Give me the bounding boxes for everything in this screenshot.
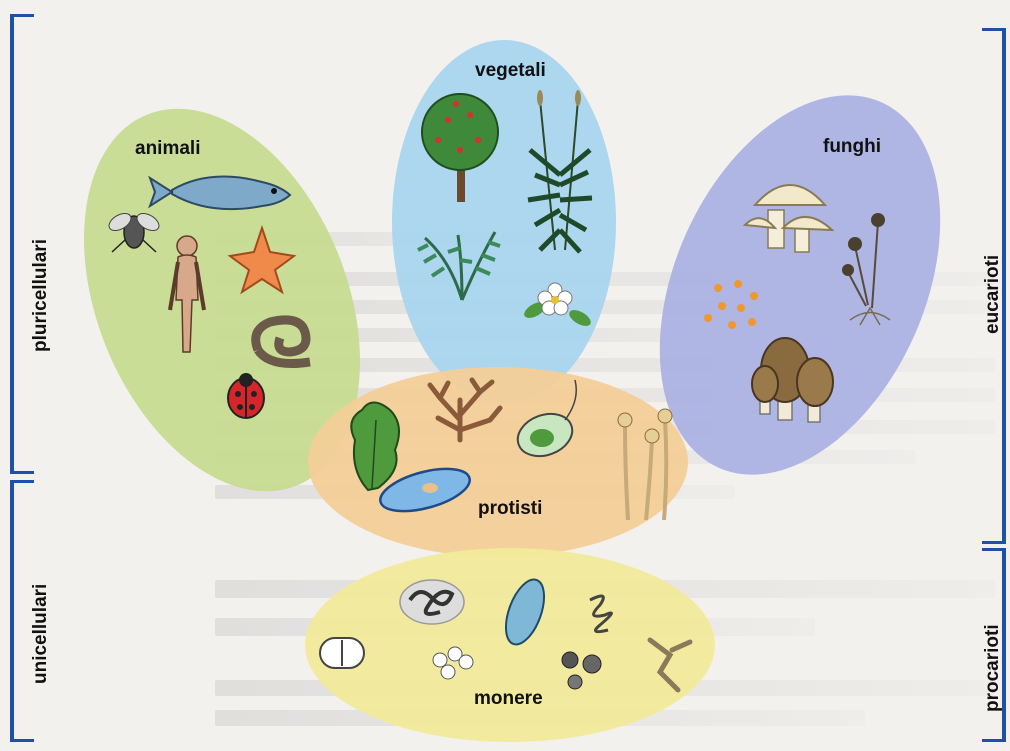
label-funghi: funghi (823, 136, 881, 158)
vegetali-petal (392, 40, 616, 404)
label-vegetali: vegetali (475, 60, 546, 82)
label-protisti: protisti (478, 498, 542, 520)
label-unicellulari: unicellulari (30, 584, 52, 684)
label-animali: animali (135, 138, 200, 160)
label-monere: monere (474, 688, 543, 710)
label-pluricellulari: pluricellulari (30, 239, 52, 352)
label-procarioti: procarioti (982, 624, 1004, 712)
label-eucarioti: eucarioti (982, 255, 1004, 334)
bacteria-coiled-illustration (400, 580, 464, 624)
diplococcus-illustration (320, 638, 364, 668)
